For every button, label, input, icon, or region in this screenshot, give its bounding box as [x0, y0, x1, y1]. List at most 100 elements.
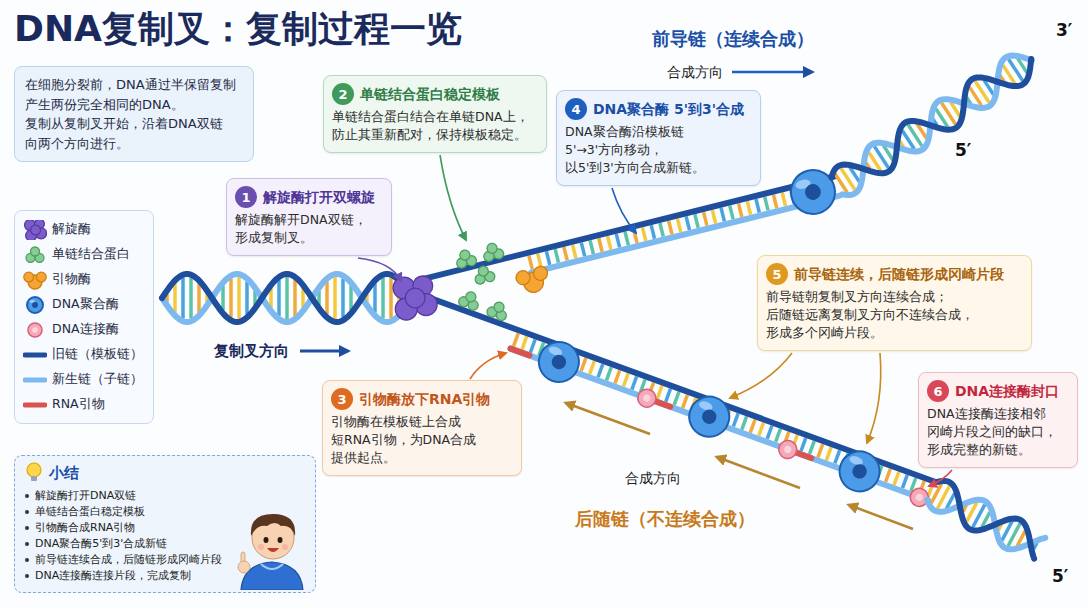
base-pair	[886, 469, 891, 482]
base-pair	[181, 278, 185, 318]
base-pair	[564, 247, 567, 261]
summary-text: 单链结合蛋白稳定模板	[35, 504, 145, 520]
base-pair	[189, 278, 193, 318]
callout-header: 6DNA连接酶封口	[927, 380, 1067, 402]
base-pair	[835, 450, 840, 463]
legend-text: 单链结合蛋白	[52, 246, 130, 263]
base-pair	[818, 444, 823, 457]
base-pair	[555, 249, 558, 263]
base-pair	[695, 214, 698, 228]
polymerase-hole	[803, 182, 822, 201]
base-pair	[674, 392, 679, 405]
label-holder: 5′	[1052, 566, 1068, 586]
ligase-core	[783, 445, 792, 454]
daughter-helix	[828, 46, 1040, 199]
base-pair	[522, 336, 527, 349]
label-holder: 合成方向	[625, 468, 681, 487]
summary-item: 解旋酶打开DNA双链	[25, 488, 243, 504]
label-holder: 前导链（连续合成）	[652, 28, 814, 50]
base-pair	[513, 333, 518, 346]
base-pair	[686, 216, 689, 230]
summary-item: 单链结合蛋白稳定模板	[25, 504, 243, 520]
base-pair	[590, 361, 595, 374]
callout-header: 4DNA聚合酶 5'到3'合成	[565, 98, 750, 120]
bullet-dot	[25, 542, 29, 546]
text-label: 前导链（连续合成）	[652, 28, 814, 49]
callout-box: 6DNA连接酶封口DNA连接酶连接相邻 冈崎片段之间的缺口， 形成完整的新链。	[918, 372, 1078, 468]
legend-text: 旧链（模板链）	[52, 346, 143, 363]
legend-icon	[23, 345, 47, 365]
base-pair	[750, 419, 755, 432]
callout-box: 1解旋酶打开双螺旋解旋酶解开DNA双链， 形成复制叉。	[226, 178, 392, 256]
base-pair	[625, 232, 628, 246]
base-pair	[642, 227, 645, 241]
base-pair	[616, 234, 619, 248]
direction-arrow	[717, 457, 800, 488]
boy-mouth	[267, 548, 279, 552]
base-pair	[573, 245, 576, 259]
dna-strand	[828, 46, 1040, 199]
base-pair	[742, 416, 747, 429]
boy-eye	[278, 537, 283, 543]
base-pair	[229, 279, 233, 318]
helicase-group	[393, 276, 437, 320]
base-pair	[529, 256, 532, 270]
legend-row: 解旋酶	[23, 217, 145, 242]
legend-icon	[23, 220, 47, 240]
boy-collar	[261, 564, 283, 569]
ssb-protein	[486, 242, 498, 254]
dna-strand	[162, 274, 410, 322]
callout-heading: 解旋酶打开双螺旋	[263, 188, 375, 207]
base-pair	[325, 282, 329, 315]
legend-row: 引物酶	[23, 267, 145, 292]
legend-sample	[25, 404, 45, 405]
label-holder: 复制叉方向	[214, 341, 289, 360]
leader-line	[612, 188, 636, 233]
summary-text: 解旋酶打开DNA双链	[35, 488, 136, 504]
leader-line	[730, 353, 792, 398]
boy-hair	[251, 514, 295, 536]
legend-row: DNA聚合酶	[23, 292, 145, 317]
text-label: 合成方向	[667, 64, 723, 80]
dna-ligase	[776, 438, 799, 461]
base-pair	[759, 423, 764, 436]
base-pair	[712, 210, 715, 224]
base-pair	[285, 277, 289, 319]
base-pair	[546, 251, 549, 265]
bulb-icon	[25, 462, 43, 484]
base-pair	[756, 199, 759, 213]
base-pair	[765, 197, 768, 211]
ssb-protein	[477, 265, 489, 277]
text-label: 5′	[955, 140, 971, 160]
text-label: 3′	[1056, 20, 1072, 40]
callout-heading: DNA聚合酶 5'到3'合成	[593, 100, 744, 119]
base-pair	[809, 441, 814, 454]
base-pair	[590, 240, 593, 254]
leader-line	[440, 155, 466, 240]
legend-icon	[23, 320, 47, 340]
legend-text: 引物酶	[52, 271, 91, 288]
ligase-core	[32, 327, 38, 333]
leader-line	[470, 353, 506, 379]
boy-cheek	[258, 544, 264, 550]
text-label: 复制叉方向	[214, 342, 289, 360]
base-pair	[733, 413, 738, 426]
base-pair	[669, 221, 672, 235]
boy-hand	[238, 561, 250, 573]
label-holder: 3′	[1056, 20, 1072, 40]
dna-polymerase	[684, 391, 735, 442]
legend-icon	[23, 395, 47, 415]
base-pair	[173, 284, 177, 313]
base-pair	[293, 280, 297, 316]
base-pair	[767, 426, 772, 439]
base-pair	[581, 358, 586, 371]
base-pair	[608, 236, 611, 250]
callout-header: 5前导链连续，后随链形成冈崎片段	[766, 263, 1021, 285]
base-pair	[776, 429, 781, 442]
callout-header: 1解旋酶打开双螺旋	[235, 186, 381, 208]
direction-arrow	[732, 71, 812, 74]
legend-sample	[28, 323, 42, 337]
base-pair	[704, 212, 707, 226]
ssb-protein	[459, 249, 471, 261]
